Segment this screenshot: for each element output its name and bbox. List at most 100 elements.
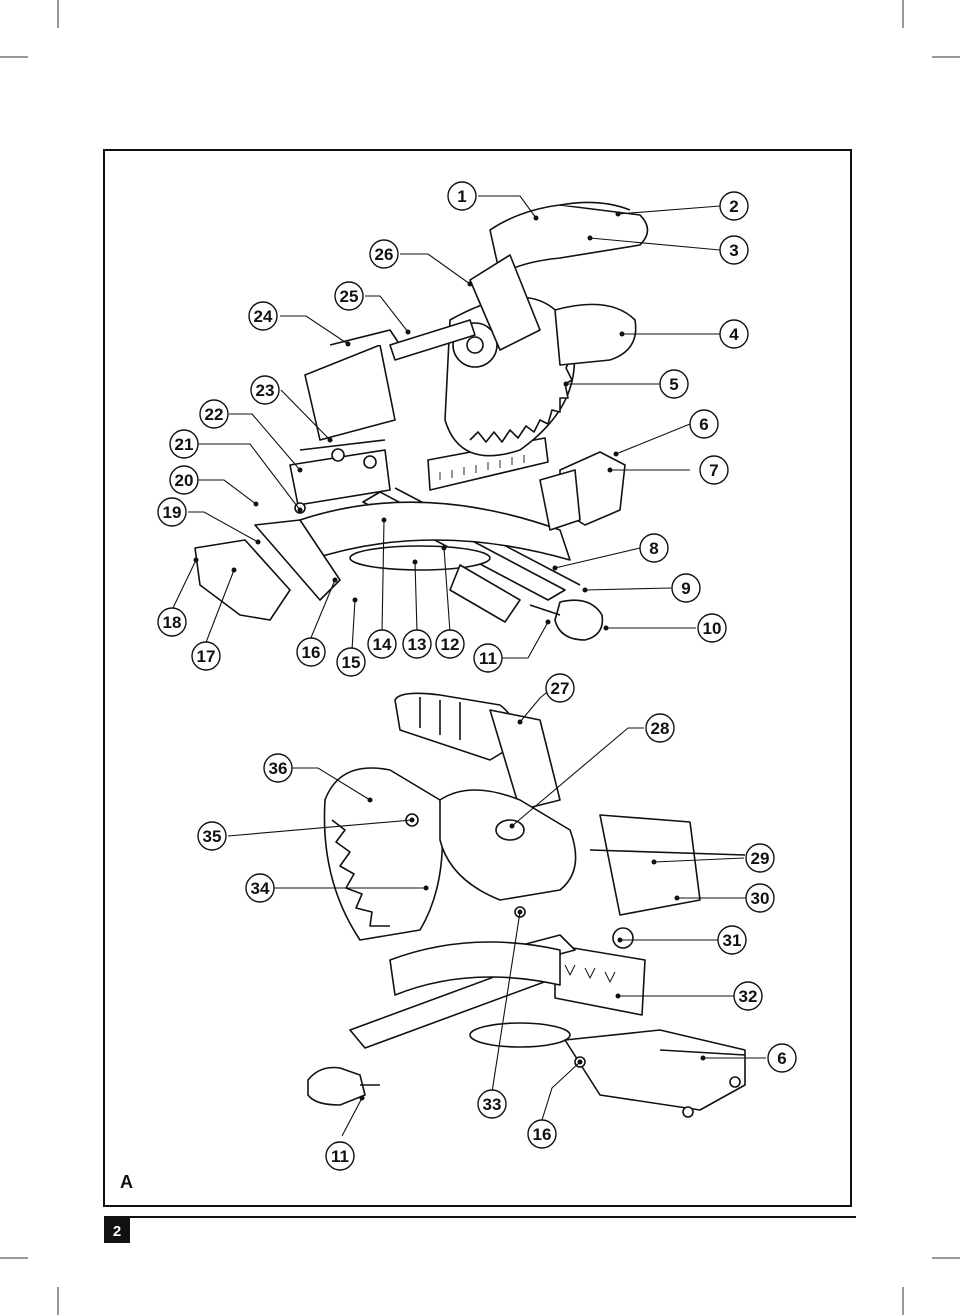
callout-number: 3: [729, 241, 738, 260]
callout-circle: [402, 629, 432, 659]
callout-21: 21: [169, 429, 199, 459]
callout-circle: [369, 239, 399, 269]
callout-number: 9: [681, 579, 690, 598]
callout-circle: [325, 1141, 355, 1171]
callout-circle: [263, 753, 293, 783]
callout-circle: [367, 629, 397, 659]
callout-circle: [334, 281, 364, 311]
callout-number: 18: [163, 613, 182, 632]
callout-24: 24: [248, 301, 278, 331]
callout-26: 26: [369, 239, 399, 269]
callout-number: 14: [373, 635, 392, 654]
callout-number: 12: [441, 635, 460, 654]
callout-34: 34: [245, 873, 275, 903]
callout-11: 11: [473, 643, 503, 673]
callout-circle: [671, 573, 701, 603]
callout-9: 9: [671, 573, 701, 603]
callout-circle: [245, 873, 275, 903]
callout-number: 31: [723, 931, 742, 950]
callout-number: 35: [203, 827, 222, 846]
callout-circle: [719, 319, 749, 349]
callout-22: 22: [199, 399, 229, 429]
callout-number: 19: [163, 503, 182, 522]
callout-4: 4: [719, 319, 749, 349]
callout-circle: [767, 1043, 797, 1073]
callout-32: 32: [733, 981, 763, 1011]
callout-number: 5: [669, 375, 678, 394]
callout-35: 35: [197, 821, 227, 851]
callout-badges: 1234567891011121314151617181920212223242…: [157, 181, 797, 1171]
callout-11: 11: [325, 1141, 355, 1171]
callout-36: 36: [263, 753, 293, 783]
callout-17: 17: [191, 641, 221, 671]
callout-number: 27: [551, 679, 570, 698]
callout-circle: [336, 647, 366, 677]
callout-2: 2: [719, 191, 749, 221]
callout-circle: [191, 641, 221, 671]
callout-number: 16: [302, 643, 321, 662]
callout-29: 29: [745, 843, 775, 873]
callout-16: 16: [527, 1119, 557, 1149]
callout-circle: [435, 629, 465, 659]
callout-number: 29: [751, 849, 770, 868]
callout-circle: [197, 821, 227, 851]
callout-number: 32: [739, 987, 758, 1006]
callout-5: 5: [659, 369, 689, 399]
callout-number: 30: [751, 889, 770, 908]
callout-circle: [250, 375, 280, 405]
callout-number: 17: [197, 647, 216, 666]
callout-number: 7: [709, 461, 718, 480]
callout-circle: [296, 637, 326, 667]
callout-number: 6: [699, 415, 708, 434]
leader-dots: [193, 211, 706, 1101]
callout-circle: [527, 1119, 557, 1149]
callout-circle: [157, 497, 187, 527]
callout-number: 20: [175, 471, 194, 490]
callout-circle: [719, 191, 749, 221]
callout-number: 10: [703, 619, 722, 638]
callout-number: 28: [651, 719, 670, 738]
callout-number: 6: [777, 1049, 786, 1068]
callout-circle: [689, 409, 719, 439]
callout-circle: [745, 883, 775, 913]
callout-12: 12: [435, 629, 465, 659]
callout-19: 19: [157, 497, 187, 527]
callout-number: 22: [205, 405, 224, 424]
leader-lines: [171, 195, 766, 1137]
callout-circle: [248, 301, 278, 331]
saw-illustration-front: [194, 201, 649, 641]
callout-number: 11: [331, 1147, 349, 1166]
callout-number: 11: [479, 649, 497, 668]
callout-circle: [717, 925, 747, 955]
callout-10: 10: [697, 613, 727, 643]
figure-letter: A: [120, 1172, 133, 1192]
callout-number: 23: [256, 381, 275, 400]
callout-number: 2: [729, 197, 738, 216]
callout-number: 26: [375, 245, 394, 264]
callout-number: 16: [533, 1125, 552, 1144]
callout-27: 27: [545, 673, 575, 703]
callout-7: 7: [699, 455, 729, 485]
callout-8: 8: [639, 533, 669, 563]
callout-circle: [745, 843, 775, 873]
saw-illustration-rear: [307, 692, 746, 1118]
callout-circle: [157, 607, 187, 637]
callout-circle: [169, 465, 199, 495]
callout-20: 20: [169, 465, 199, 495]
callout-31: 31: [717, 925, 747, 955]
callout-circle: [199, 399, 229, 429]
callout-25: 25: [334, 281, 364, 311]
callout-circle: [699, 455, 729, 485]
callout-circle: [645, 713, 675, 743]
callout-circle: [447, 181, 477, 211]
figure-frame: [103, 149, 852, 1207]
page-number-box: [104, 1217, 130, 1243]
callout-33: 33: [477, 1089, 507, 1119]
callout-circle: [545, 673, 575, 703]
callout-28: 28: [645, 713, 675, 743]
callout-number: 34: [251, 879, 270, 898]
callout-circle: [733, 981, 763, 1011]
callout-30: 30: [745, 883, 775, 913]
